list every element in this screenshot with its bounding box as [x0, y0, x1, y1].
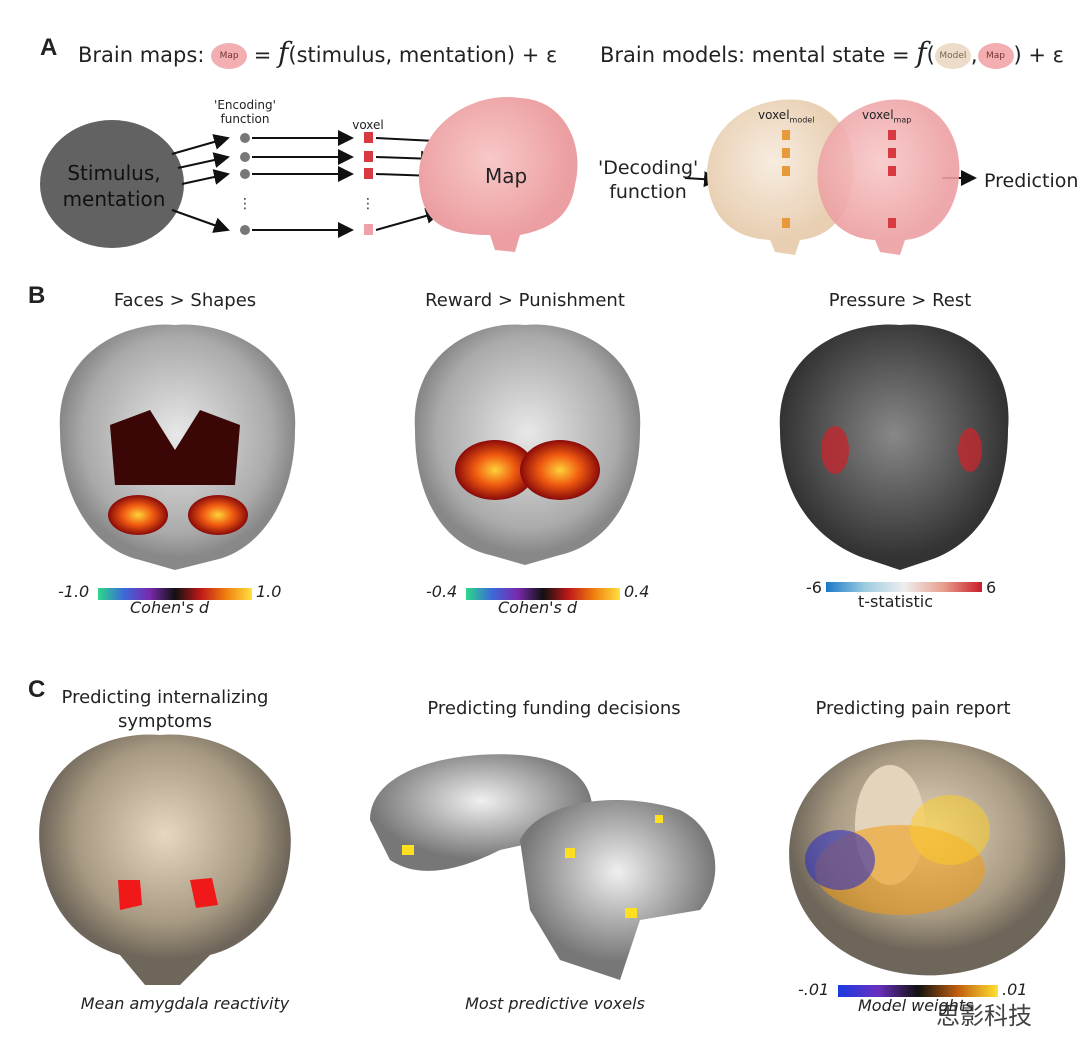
- model-brain: [707, 99, 854, 256]
- voxel-sub: map: [893, 115, 912, 125]
- map-title: Predicting pain report: [815, 698, 1011, 719]
- panel-a-label: A: [40, 34, 58, 61]
- voxel-model-label: voxelmodel: [758, 108, 814, 127]
- colorbar: [466, 588, 620, 600]
- map-title: Pressure > Rest: [828, 290, 972, 311]
- cbar-max: 0.4: [624, 582, 650, 601]
- svg-text:⋮: ⋮: [361, 196, 375, 212]
- eq-args: (stimulus, mentation): [288, 43, 516, 67]
- stimulus-ellipse: [40, 120, 184, 248]
- cbar-label: t-statistic: [858, 592, 934, 611]
- eq-prefix: Brain models: mental state =: [600, 43, 910, 67]
- decoding-label: 'Decoding' function: [598, 157, 699, 203]
- stimulus-label: Stimulus, mentation: [62, 161, 166, 211]
- cbar-min: -.01: [798, 980, 830, 999]
- brain-models-equation: Brain models: mental state = f(Model,Map…: [600, 36, 1065, 69]
- cbar-min: -0.4: [426, 582, 458, 601]
- map-title: Faces > Shapes: [113, 290, 257, 311]
- voxel-text: voxel: [758, 108, 790, 122]
- svg-text:⋮: ⋮: [238, 196, 252, 212]
- voxel-text: voxel: [862, 108, 894, 122]
- cbar-label: Cohen's d: [498, 598, 578, 617]
- cbar-min: -6: [806, 578, 822, 597]
- prediction-brain-maps: [39, 734, 1066, 985]
- function-symbol: f: [278, 36, 289, 69]
- map-brain-icon: Map: [977, 43, 1014, 69]
- map-brain-icon: Map: [211, 43, 248, 69]
- cbar-label: Model weights: [858, 996, 974, 1015]
- map-caption: Mean amygdala reactivity: [80, 994, 290, 1013]
- brain-maps-equation: Brain maps: Map = f(stimulus, mentation)…: [78, 36, 558, 69]
- map-brain-2: [817, 99, 960, 256]
- map-label: Map: [485, 164, 528, 188]
- map-title: Reward > Punishment: [425, 290, 625, 311]
- cbar-max: 6: [986, 578, 997, 597]
- panel-b-label: B: [28, 282, 46, 309]
- cbar-max: .01: [1002, 980, 1028, 999]
- coronal-brain-maps: [59, 324, 1009, 570]
- function-symbol: f: [916, 36, 927, 69]
- colorbar: [98, 588, 252, 600]
- panel-c-label: C: [28, 676, 46, 703]
- colorbar: [838, 985, 998, 997]
- encoding-label: 'Encoding' function: [214, 98, 276, 126]
- map-title: Predicting internalizing symptoms: [61, 687, 269, 732]
- colorbar: [826, 582, 982, 592]
- cbar-label: Cohen's d: [130, 598, 210, 617]
- cbar-max: 1.0: [256, 582, 282, 601]
- eq-suffix: + ε: [521, 43, 558, 67]
- cbar-min: -1.0: [58, 582, 90, 601]
- watermark: 思影科技: [936, 1002, 1032, 1030]
- prediction-label: Prediction: [984, 170, 1079, 192]
- encoding-decoding-diagram: ⋮⋮: [40, 96, 977, 256]
- voxel-sub: model: [789, 115, 815, 125]
- map-title: Predicting funding decisions: [427, 698, 681, 719]
- map-caption: Most predictive voxels: [465, 994, 645, 1013]
- voxel-map-label: voxelmap: [862, 108, 911, 127]
- eq-prefix: Brain maps:: [78, 43, 205, 67]
- model-brain-icon: Model: [934, 43, 971, 69]
- eq-suffix: + ε: [1028, 43, 1065, 67]
- voxel-label: voxel: [352, 118, 384, 132]
- map-brain: [418, 96, 578, 252]
